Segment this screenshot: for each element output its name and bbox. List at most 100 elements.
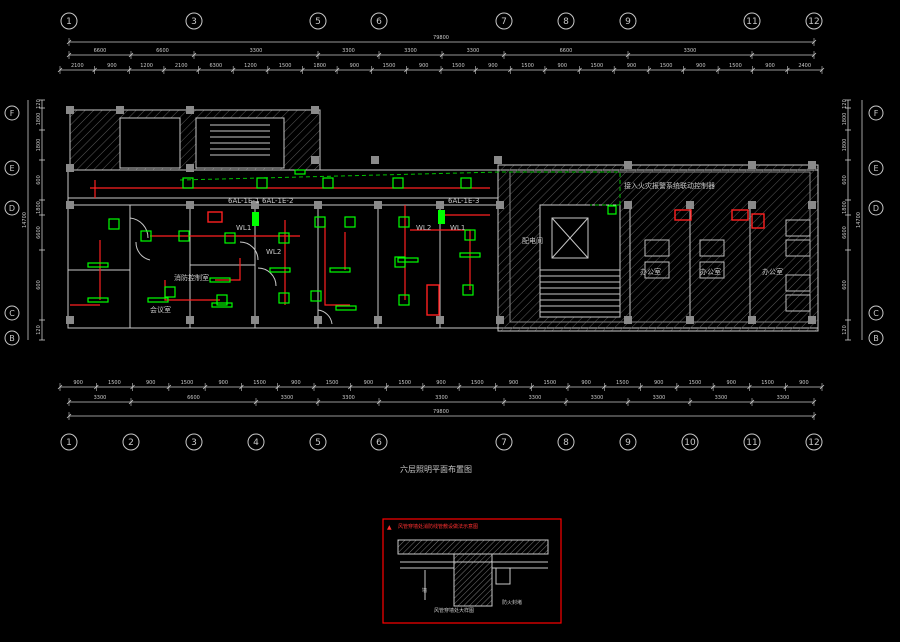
dimension-text: 6600: [36, 226, 42, 239]
dimension-text: 900: [627, 63, 637, 69]
panel-tag-3: 6AL-1E-3: [448, 197, 479, 205]
room-label-meeting: 会议室: [150, 305, 171, 314]
dimension-text: 1500: [590, 63, 603, 69]
dimension-text: 3300: [435, 395, 448, 401]
light-fixture-square: [392, 177, 404, 189]
dimension-text: 900: [73, 380, 83, 386]
light-fixture-linear: [335, 305, 357, 311]
light-fixture-linear: [329, 267, 351, 273]
light-fixture-square: [344, 216, 356, 228]
column: [251, 316, 259, 324]
grid-row-right-label: E: [873, 164, 878, 173]
light-fixture-square: [224, 232, 236, 244]
grid-bottom-bubble: [309, 433, 327, 451]
dimension-text: 3300: [529, 395, 542, 401]
dimension-text: 3300: [653, 395, 666, 401]
warning-mark: ▲: [387, 524, 392, 531]
grid-bottom-label: 9: [625, 438, 631, 448]
grid-bottom-bubble: [619, 433, 637, 451]
light-fixture-square: [464, 229, 476, 241]
dimension-text: 2400: [798, 63, 811, 69]
column: [314, 316, 322, 324]
dimension-text: 1200: [140, 63, 153, 69]
light-fixture-linear: [147, 297, 169, 303]
column: [314, 201, 322, 209]
grid-row-left-label: D: [9, 204, 15, 213]
grid-bottom-bubble: [805, 433, 823, 451]
column: [374, 316, 382, 324]
dimension-text: 600: [36, 280, 42, 290]
column: [808, 201, 816, 209]
grid-bottom-bubble: [60, 433, 78, 451]
dimension-text: 3300: [684, 48, 697, 54]
grid-bottom-label: 7: [501, 438, 507, 448]
dimension-text: 1500: [253, 380, 266, 386]
grid-bottom-label: 8: [563, 438, 569, 448]
dimension-text: 600: [36, 175, 42, 185]
column: [311, 106, 319, 114]
wl-tag-1: WL1: [236, 224, 251, 232]
grid-row-right-bubble: [868, 305, 884, 321]
dimension-text: 900: [364, 380, 374, 386]
dimension-text: 900: [419, 63, 429, 69]
dimension-text: 1200: [244, 63, 257, 69]
dimension-text: 3300: [777, 395, 790, 401]
grid-row-left-bubble: [4, 200, 20, 216]
column: [748, 161, 756, 169]
dimension-text: 1800: [36, 139, 42, 152]
light-fixture-square: [314, 216, 326, 228]
dimension-text: 2100: [175, 63, 188, 69]
dimension-text: 14700: [22, 212, 28, 228]
dimension-text: 900: [291, 380, 301, 386]
plan-title: 六层照明平面布置图: [400, 464, 472, 474]
grid-bottom-bubble: [495, 433, 513, 451]
grid-row-left-label: B: [9, 334, 15, 343]
grid-row-left-bubble: [4, 305, 20, 321]
column: [186, 316, 194, 324]
dimension-text: 900: [581, 380, 591, 386]
dimension-text: 1500: [181, 380, 194, 386]
dimension-text: 900: [146, 380, 156, 386]
light-fixture-square: [278, 292, 290, 304]
panel-tag-1: 6AL-1E-1: [228, 197, 259, 205]
grid-bottom-bubble: [743, 433, 761, 451]
grid-top-label: 8: [563, 17, 569, 27]
upper-stair-treads: [210, 124, 270, 156]
detail-frame: [382, 518, 562, 624]
column: [808, 161, 816, 169]
grid-top-label: 6: [376, 17, 382, 27]
building-outline: [67, 109, 819, 332]
grid-row-right-label: F: [874, 109, 879, 118]
column: [624, 316, 632, 324]
dimension-text: 1500: [108, 380, 121, 386]
light-fixture-linear: [211, 302, 233, 308]
grid-top-bubble: [619, 12, 637, 30]
grid-bottom-label: 6: [376, 438, 382, 448]
grid-row-right-label: D: [873, 204, 879, 213]
light-fixture-linear: [209, 277, 231, 283]
emergency-circuit: [179, 171, 621, 206]
grid-top-bubble: [557, 12, 575, 30]
grid-row-left-label: C: [9, 309, 15, 318]
grid-bottom-bubble: [557, 433, 575, 451]
dimension-text: 1500: [616, 380, 629, 386]
light-fixture-square: [460, 177, 472, 189]
dimension-text: 900: [219, 380, 229, 386]
grid-row-right-bubble: [868, 200, 884, 216]
column: [374, 201, 382, 209]
grid-row-right-bubble: [868, 105, 884, 121]
column: [186, 164, 194, 172]
dimension-text: 900: [509, 380, 519, 386]
room-label-office-3: 办公室: [762, 267, 783, 276]
grid-bottom-label: 11: [746, 438, 757, 448]
dimension-text: 120: [36, 99, 42, 109]
dimension-text: 1800: [36, 113, 42, 126]
structural-columns: [66, 106, 816, 324]
dimension-text: 6300: [209, 63, 222, 69]
light-fixture-linear: [269, 267, 291, 273]
light-fixture-square: [178, 230, 190, 242]
